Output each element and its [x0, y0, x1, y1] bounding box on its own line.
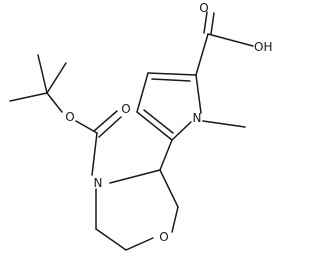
bond-pyrrole-c5-to-morpholine-c3	[159, 139, 173, 171]
bond-c-carbonyl-to-o-double-b	[98, 116, 122, 138]
boc-ester-oxygen-label: O	[65, 110, 74, 124]
bond-c-acid-to-oh	[207, 33, 254, 47]
bond-morph-c3-to-n4	[109, 169, 161, 184]
bond-c-carbonyl-to-o-double-a	[93, 110, 118, 132]
pyrrole-nitrogen-label: N	[193, 111, 202, 125]
bond-c3-to-c4	[136, 72, 149, 113]
chemical-structure-diagram: O OH N N O O O	[9, 1, 272, 251]
carboxylic-acid-group: O OH	[195, 1, 272, 76]
bond-morph-c2-to-c3	[159, 169, 179, 208]
bond-c-quaternary-to-methyl-right	[46, 62, 67, 94]
morpholine-oxygen-label: O	[159, 230, 168, 244]
bond-c4-to-c5-inner	[143, 109, 174, 134]
bond-c2-to-c3-inner	[151, 78, 191, 82]
boc-carbonyl-oxygen-label: O	[121, 102, 130, 116]
bond-c4-to-c5	[136, 111, 173, 141]
bond-c2-to-c3	[147, 72, 197, 76]
morpholine-nitrogen-label: N	[94, 176, 103, 190]
bond-morph-c6-to-o1	[125, 237, 154, 251]
bond-morph-c5-to-c6	[95, 228, 127, 251]
morpholine-ring: N O	[94, 169, 179, 251]
carboxylic-acid-carbonyl-oxygen-label: O	[199, 1, 208, 15]
bond-n4-to-c-carbonyl	[91, 132, 98, 176]
bond-c-carbonyl-to-o-ester	[75, 120, 98, 134]
bond-n1-to-c2	[195, 74, 202, 114]
bond-c-quaternary-to-methyl-top	[37, 54, 48, 94]
pyrrole-ring: N	[136, 72, 246, 141]
bond-c-acid-to-o-double-a	[203, 11, 208, 34]
bond-n1-to-methyl	[202, 120, 246, 128]
carboxylic-acid-hydroxyl-label: OH	[254, 40, 272, 54]
bond-c-quaternary-to-methyl-left	[9, 92, 48, 102]
boc-group: O O	[9, 54, 131, 176]
bond-c5-to-n1	[171, 121, 192, 141]
bond-o-ester-to-c-quaternary	[46, 92, 63, 113]
bond-morph-o1-to-c2	[171, 206, 179, 233]
bond-ring-c2-to-c-acid	[195, 33, 209, 76]
bond-c-acid-to-o-double-b	[210, 12, 215, 35]
